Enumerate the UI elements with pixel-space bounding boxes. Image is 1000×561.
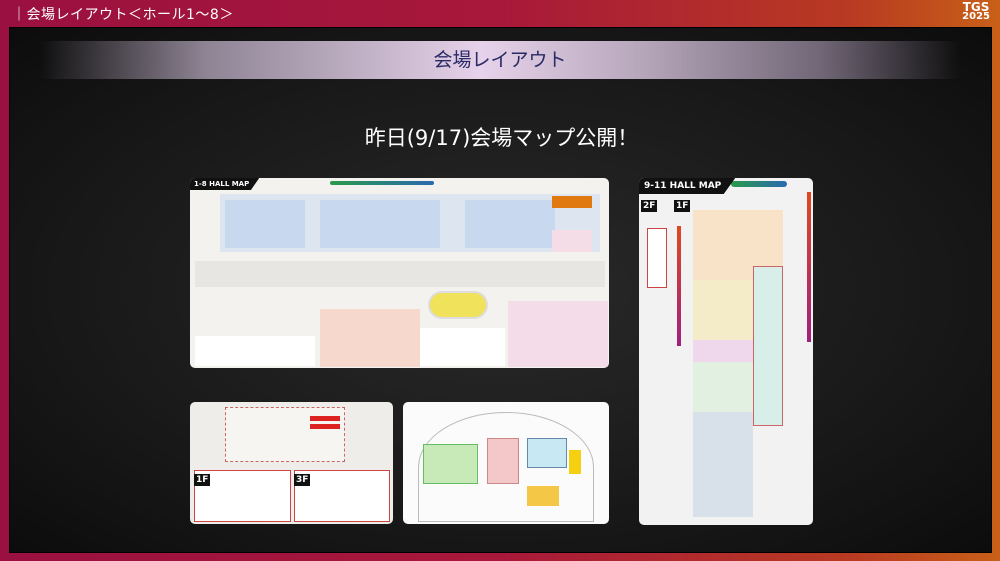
floor-label: 3F <box>294 474 311 486</box>
map-label: 1-8 HALL MAP <box>190 178 260 190</box>
floor-label: 1F <box>194 474 211 486</box>
heading-band: 会場レイアウト <box>40 41 960 79</box>
map-label: 9-11 HALL MAP <box>639 178 736 194</box>
hall-map-9-11[interactable]: 9-11 HALL MAP 2F 1F <box>639 178 813 525</box>
slide-subtitle: 昨日(9/17)会場マップ公開！ <box>364 126 639 150</box>
slide-panel: 会場レイアウト 昨日(9/17)会場マップ公開！ 1-8 HALL MAP 1F… <box>9 27 992 553</box>
slide-heading: 会場レイアウト <box>433 49 567 71</box>
floor-label: 1F <box>674 200 691 212</box>
hall-map-1f-3f[interactable]: 1F 3F <box>190 402 393 524</box>
logo-bottom: 2025 <box>962 11 990 22</box>
hall-map-1-8[interactable]: 1-8 HALL MAP <box>190 178 609 368</box>
floor-label: 2F <box>641 200 658 212</box>
hall-map-event-hall[interactable] <box>403 402 609 524</box>
header-title: ｜会場レイアウト＜ホール1～8＞ <box>12 7 234 23</box>
logo-top: TGS <box>962 0 990 14</box>
